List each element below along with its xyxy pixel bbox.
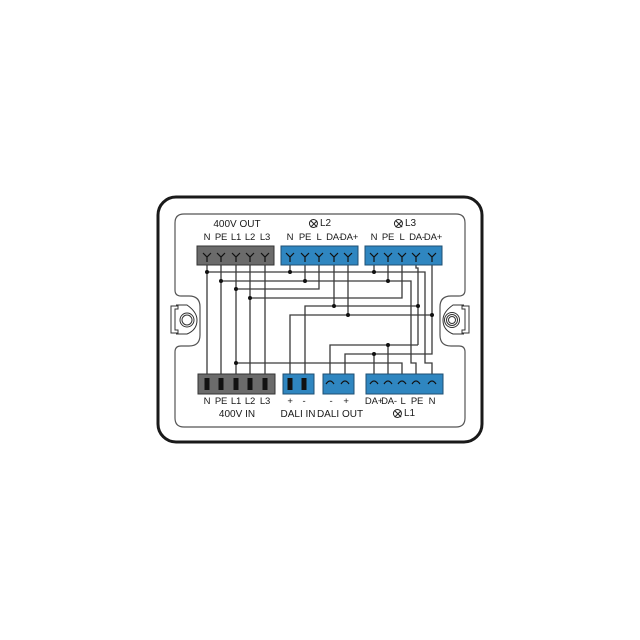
terminal-block-dali-in bbox=[282, 373, 315, 395]
pin-label: PE bbox=[214, 396, 228, 407]
pin-label: N bbox=[203, 232, 211, 243]
wire-da-minus bbox=[304, 305, 418, 377]
pin-label: DA+ bbox=[423, 232, 443, 243]
block-title-l1: L1 bbox=[392, 408, 416, 419]
pin-label: + bbox=[343, 396, 349, 407]
wire-da-plus bbox=[289, 314, 432, 377]
pin-label: PE bbox=[381, 232, 395, 243]
terminal-block-l3 bbox=[364, 245, 443, 266]
block-title-l2-text: L2 bbox=[319, 218, 332, 229]
pin-label: DA- bbox=[381, 396, 397, 407]
terminal-block-l1 bbox=[365, 373, 444, 395]
terminal-block-400v-out bbox=[196, 245, 275, 266]
pin-label: + bbox=[287, 396, 293, 407]
pin-label: PE bbox=[410, 396, 424, 407]
block-title-l3: L3 bbox=[393, 218, 417, 229]
block-title-dali-out: DALI OUT bbox=[316, 409, 364, 420]
pin-label: L1 bbox=[230, 396, 242, 407]
junction-dots bbox=[205, 270, 434, 365]
pin-label: PE bbox=[214, 232, 228, 243]
pin-label: N bbox=[203, 396, 211, 407]
pin-label: N bbox=[286, 232, 294, 243]
wire-n-bus bbox=[207, 271, 433, 377]
pin-label: DA+ bbox=[339, 232, 359, 243]
lamp-icon bbox=[308, 219, 318, 228]
pin-label: DA- bbox=[409, 232, 425, 243]
wire-dali-out-plus bbox=[344, 315, 433, 377]
pin-label: - bbox=[302, 396, 306, 407]
lamp-icon bbox=[393, 219, 403, 228]
pin-label: L3 bbox=[259, 396, 271, 407]
pin-label: L1 bbox=[230, 232, 242, 243]
mounting-lug-left-icon bbox=[170, 304, 198, 335]
block-title-l3-text: L3 bbox=[404, 218, 417, 229]
pin-label: N bbox=[428, 396, 436, 407]
lamp-icon bbox=[392, 409, 402, 418]
terminal-block-400v-in bbox=[197, 373, 276, 395]
pin-label: L2 bbox=[244, 396, 256, 407]
pin-label: DA- bbox=[326, 232, 342, 243]
pin-label: L2 bbox=[244, 232, 256, 243]
pin-label: L bbox=[316, 232, 322, 243]
terminal-block-l2 bbox=[280, 245, 359, 266]
wire-l1-to-l1-lamp bbox=[236, 362, 403, 377]
terminal-block-dali-out bbox=[322, 373, 355, 395]
pin-label: N bbox=[370, 232, 378, 243]
block-title-dali-in: DALI IN bbox=[280, 409, 316, 420]
pin-label: PE bbox=[298, 232, 312, 243]
block-title-400v-out: 400V OUT bbox=[213, 219, 261, 230]
pin-label: DA+ bbox=[364, 396, 384, 407]
pin-label: - bbox=[329, 396, 333, 407]
pin-label: L3 bbox=[259, 232, 271, 243]
pin-label: L bbox=[400, 396, 406, 407]
wires bbox=[206, 262, 433, 377]
block-title-l1-text: L1 bbox=[403, 408, 416, 419]
housing-inner-frame bbox=[174, 213, 466, 428]
block-title-l2: L2 bbox=[308, 218, 332, 229]
mounting-lug-right-icon bbox=[442, 304, 470, 335]
block-title-400v-in: 400V IN bbox=[218, 409, 256, 420]
pin-label: L bbox=[399, 232, 405, 243]
